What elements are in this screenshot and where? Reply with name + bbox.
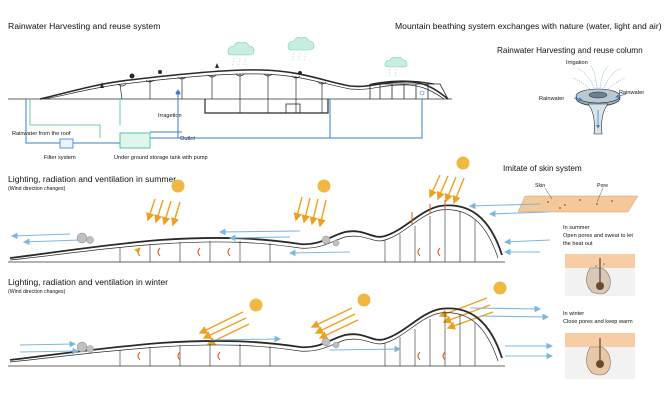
rainwater-column-title: Rainwater Harvesting and reuse column: [497, 46, 643, 55]
summer-title: Lighting, radiation and ventilation in s…: [8, 174, 177, 184]
winter-section: [8, 281, 554, 367]
rainwater-roof-label: Rainwater from the roof: [12, 131, 71, 137]
winter-title: Lighting, radiation and ventilation in w…: [8, 277, 169, 287]
summer-desc-line1: Open pores and sweat to let: [563, 233, 633, 239]
right-building: [369, 80, 449, 100]
outlet-label: Outlet: [180, 136, 195, 142]
winter-pore-icon: [565, 333, 635, 379]
skin-diagram: [517, 187, 639, 213]
summer-pore-icon: [565, 254, 635, 296]
column-irrigation-label: Irrigation: [566, 60, 588, 66]
skin-label: Skin: [535, 183, 546, 189]
roof-plants: [100, 63, 302, 88]
sun-icon: [249, 298, 263, 312]
rainwater-system-title: Rainwater Harvesting and reuse system: [8, 21, 161, 31]
summer-desc-line2: the heat out: [563, 241, 593, 247]
cloud-icon: [227, 37, 408, 68]
sun-icon: [357, 293, 371, 307]
irrigation-label: Irragetion: [158, 113, 182, 119]
sun-icon: [171, 179, 185, 193]
water-pipes: [25, 89, 423, 144]
storage-tank: [119, 132, 151, 149]
roof-columns: [117, 73, 327, 113]
storage-tank-label: Under ground storage tank with pump: [114, 155, 208, 161]
column-rainwater-left-label: Rainwater: [539, 96, 565, 102]
sun-icon: [317, 179, 331, 193]
in-summer-label: In summer: [563, 225, 590, 231]
in-winter-label: In winter: [563, 311, 585, 317]
skin-system-title: Imitate of skin system: [503, 164, 582, 173]
filter-system-box: [59, 138, 74, 149]
summer-section: [8, 156, 551, 263]
column-rainwater-right-label: Rainwater: [619, 90, 645, 96]
sun-icon: [493, 281, 507, 295]
filter-system-label: Filter system: [44, 155, 76, 161]
winter-subtitle: (Wind direction changes): [8, 289, 66, 295]
winter-desc-label: Close pores and keep warm: [563, 319, 633, 325]
rainwater-column-diagram: [572, 65, 627, 135]
sun-icon: [456, 156, 470, 170]
roof-outline: [39, 69, 449, 100]
summer-subtitle: (Wind direction changes): [8, 186, 66, 192]
mountain-breathing-title: Mountain beathing system exchanges with …: [395, 21, 662, 31]
pore-label: Pore: [597, 183, 608, 189]
rainwater-system-section: [8, 37, 452, 149]
